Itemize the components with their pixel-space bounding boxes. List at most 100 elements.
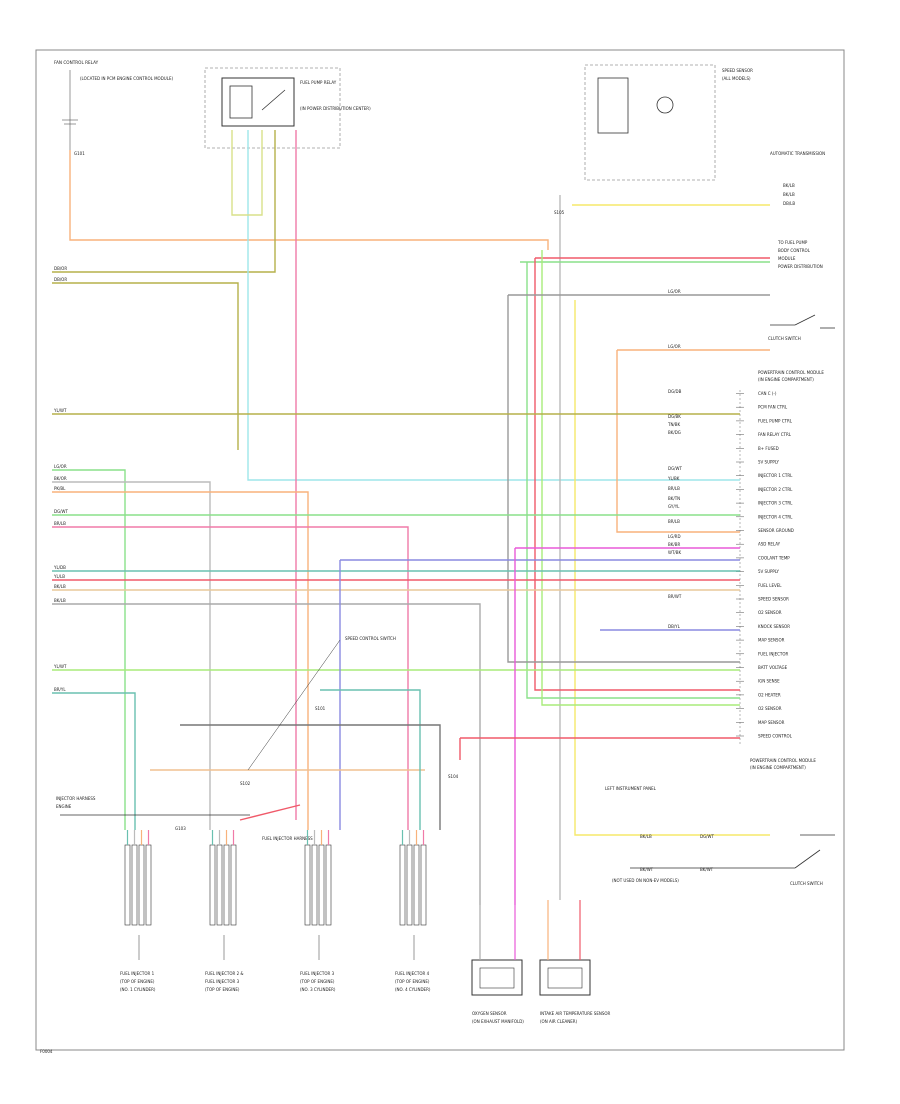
injector-name: FUEL INJECTOR 4: [395, 971, 430, 976]
left-wire-label: DB/OR: [54, 277, 67, 282]
fuel-pump-relay-desc: (IN POWER DISTRIBUTION CENTER): [300, 106, 371, 111]
mid-wire-label: BK/DG: [668, 430, 681, 435]
fuel-injector: FUEL INJECTOR 1(TOP OF ENGINE)(NO. 1 CYL…: [120, 830, 156, 992]
right-label-3: MODULE: [778, 256, 796, 261]
injector-connector-pin: [304, 844, 311, 926]
speed-sensor-block: SPEED SENSOR (ALL MODELS) AUTOMATIC TRAN…: [584, 64, 825, 181]
fuel-pump-relay-block: FUEL PUMP RELAY (IN POWER DISTRIBUTION C…: [204, 67, 371, 149]
iat-sensor-sub: (ON AIR CLEANER): [540, 1019, 578, 1024]
mid-wire-label: BR/LB: [668, 519, 680, 524]
mid-wire-label: LG/RD: [668, 534, 681, 539]
pcm-pin-label: O2 SENSOR: [758, 610, 782, 615]
pcm-pin-label: INJECTOR 1 CTRL: [758, 473, 793, 478]
pcm-pin-label: MAP SENSOR: [758, 720, 785, 725]
left-wire-label: BR/YL: [54, 687, 66, 692]
callout-7: LEFT INSTRUMENT PANEL: [605, 786, 657, 791]
injector-sub: FUEL INJECTOR 3: [205, 979, 240, 984]
callout-2: S102: [240, 781, 251, 786]
pcm-pin-label: FUEL PUMP CTRL: [758, 418, 793, 423]
left-wire-labels: DB/ORDB/ORYL/WTLG/ORBK/ORPK/BLDG/WTBR/LB…: [53, 266, 68, 692]
injector-connector-pin: [216, 844, 223, 926]
wire-red-bus: [239, 804, 301, 821]
bottom-right-left-label: (NOT USED ON NON-EV MODELS): [612, 878, 679, 883]
fan-relay-title: FAN CONTROL RELAY: [54, 60, 99, 65]
mid-wire-label: BK/TN: [668, 496, 680, 501]
fuel-injector: FUEL INJECTOR 4(TOP OF ENGINE)(NO. 4 CYL…: [395, 830, 431, 992]
left-wire-label: YL/WT: [53, 664, 67, 669]
wire-teal-left-2: [52, 692, 136, 830]
mid-wire-label: DG/WT: [668, 466, 682, 471]
pcm-pin-label: MAP SENSOR: [758, 638, 785, 643]
wire-red-bottom: [459, 737, 740, 760]
injector-sub: (TOP OF ENGINE): [395, 979, 430, 984]
callout-6: S104: [448, 774, 459, 779]
fuel-injector: FUEL INJECTOR 3 (TOP OF ENGINE) (NO. 3 CYL…: [300, 830, 336, 992]
wires: [52, 130, 795, 905]
injector-loc: (TOP OF ENGINE): [205, 987, 240, 992]
bottom-right-clutch-label: CLUTCH SWITCH: [790, 881, 823, 886]
mid-wire-label: GY/YL: [668, 504, 680, 509]
pcm-pin-label: FUEL LEVEL: [758, 583, 782, 588]
callout-3: SPEED CONTROL SWITCH: [345, 636, 396, 641]
left-wire-label: PK/BL: [54, 486, 66, 491]
speed-sensor-sub: (ALL MODELS): [722, 76, 751, 81]
pcm-title: POWERTRAIN CONTROL MODULE: [758, 370, 824, 375]
injector-connector-pin: [223, 844, 230, 926]
injector-connector-pin: [209, 844, 216, 926]
injector-connector-pin: [420, 844, 427, 926]
pcm-subtitle: (IN ENGINE COMPARTMENT): [758, 377, 814, 382]
wire-green-left-1: [52, 469, 126, 830]
injector-sub: (TOP OF ENGINE): [300, 979, 335, 984]
injector-connector-pin: [311, 844, 318, 926]
left-wire-label: BK/LB: [54, 584, 66, 589]
mid-wire-label: BK/BR: [668, 542, 680, 547]
pcm-pin-label: 5V SUPPLY: [758, 569, 780, 574]
left-wire-label: DG/WT: [54, 509, 68, 514]
speed-sensor-box: [584, 64, 716, 181]
mid-wire-label: LG/OR: [668, 289, 681, 294]
oxygen-sensor: OXYGEN SENSOR (ON EXHAUST MANIFOLD): [471, 959, 524, 1024]
pcm-pin-label: KNOCK SENSOR: [758, 624, 790, 629]
injector-connector-pin: [124, 844, 131, 926]
wire-olive-2: [52, 282, 239, 450]
wire-red-pcm: [534, 257, 770, 691]
wire-yellow-long: [574, 300, 770, 836]
left-wire-label: DB/OR: [54, 266, 67, 271]
fuel-pump-relay-box: [204, 67, 341, 149]
callout-5: S101: [315, 706, 326, 711]
bottom-wire-1: BK/LB: [640, 834, 652, 839]
callout-8: S105: [554, 210, 565, 215]
right-upper-wire-1: BK/LB: [783, 183, 795, 188]
wire-blue-pcm: [339, 559, 740, 830]
fan-relay-ground: G101: [74, 151, 85, 156]
left-wire-label: YL/LB: [53, 574, 65, 579]
pcm-pin-label: 5V SUPPLY: [758, 460, 780, 465]
mid-wire-label: DB/YL: [668, 624, 681, 629]
injector-name: FUEL INJECTOR 1: [120, 971, 155, 976]
fuel-pump-relay-title: FUEL PUMP RELAY: [300, 80, 337, 85]
iat-sensor: INTAKE AIR TEMPERATURE SENSOR (ON AIR CL…: [539, 959, 611, 1024]
injector-connector-pin: [138, 844, 145, 926]
injector-group: FUEL INJECTOR 1(TOP OF ENGINE)(NO. 1 CYL…: [120, 830, 431, 992]
wire-lightgreen-vertical: [541, 250, 740, 706]
clutch-switch-upper: CLUTCH SWITCH: [768, 314, 835, 341]
bottom-wire-2: DG/WT: [700, 834, 714, 839]
injector-loc: (NO. 3 CYLINDER): [300, 987, 336, 992]
mid-wire-label: BR/WT: [668, 594, 682, 599]
mid-wire-label: TN/BK: [667, 422, 681, 427]
fan-control-relay-block: FAN CONTROL RELAY (LOCATED IN PCM ENGINE…: [54, 60, 173, 156]
speed-sensor-title: SPEED SENSOR: [722, 68, 753, 73]
iat-sensor-name: INTAKE AIR TEMPERATURE SENSOR: [540, 1011, 611, 1016]
wire-gray-left-2: [52, 603, 481, 905]
injector-name: FUEL INJECTOR 2 &: [205, 971, 244, 976]
wire-yellowgreen-relay: [231, 130, 263, 216]
fan-relay-sub: (LOCATED IN PCM ENGINE CONTROL MODULE): [80, 76, 173, 81]
mid-wire-labels: LG/ORLG/ORDG/DBDG/BKTN/BKBK/DGDG/WTYL/BK…: [667, 289, 682, 629]
left-wire-label: BR/LB: [54, 521, 66, 526]
oxygen-sensor-name: OXYGEN SENSOR: [472, 1011, 507, 1016]
wire-orange-left-1: [52, 491, 309, 830]
injector-name: FUEL INJECTOR 3: [300, 971, 335, 976]
